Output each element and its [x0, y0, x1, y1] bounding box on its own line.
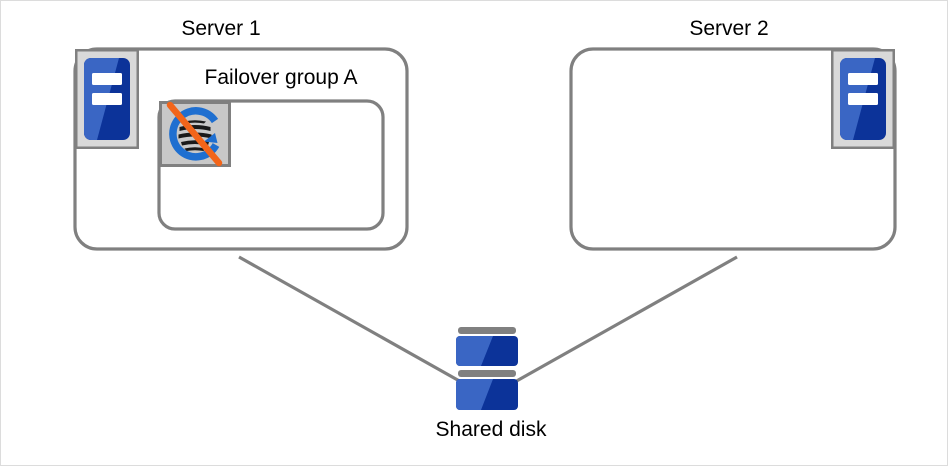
- connector-server1-shared-disk: [238, 255, 464, 385]
- failover-group-stopped-icon[interactable]: [159, 101, 231, 167]
- connector-server2-shared-disk: [512, 255, 738, 385]
- failover-group-label: Failover group A: [204, 66, 358, 89]
- refresh-arrow-head: [204, 133, 218, 143]
- server-icon[interactable]: [75, 49, 139, 149]
- server2-label: Server 2: [689, 17, 769, 40]
- refresh-arrow-glyph: [169, 107, 220, 161]
- server-icon[interactable]: [831, 49, 895, 149]
- server2-box[interactable]: [569, 47, 897, 251]
- server1-label: Server 1: [181, 17, 261, 40]
- shared-disk-label: Shared disk: [435, 418, 547, 441]
- orange-slash-marker: [166, 101, 223, 167]
- shared-disk-icon[interactable]: [456, 327, 518, 413]
